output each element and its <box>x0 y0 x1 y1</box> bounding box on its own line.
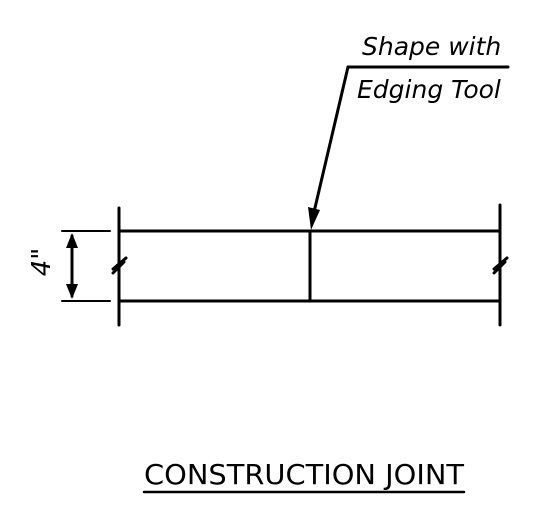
slab <box>117 229 502 303</box>
left-break-line <box>111 206 128 327</box>
dimension-label: 4" <box>27 248 57 277</box>
leader-arrow <box>308 65 510 230</box>
annotation-line-1: Shape with <box>362 32 501 61</box>
right-break-line <box>492 203 509 327</box>
thickness-dimension <box>61 230 111 302</box>
drawing-title: CONSTRUCTION JOINT <box>144 458 465 491</box>
annotation-line-2: Edging Tool <box>357 75 501 104</box>
